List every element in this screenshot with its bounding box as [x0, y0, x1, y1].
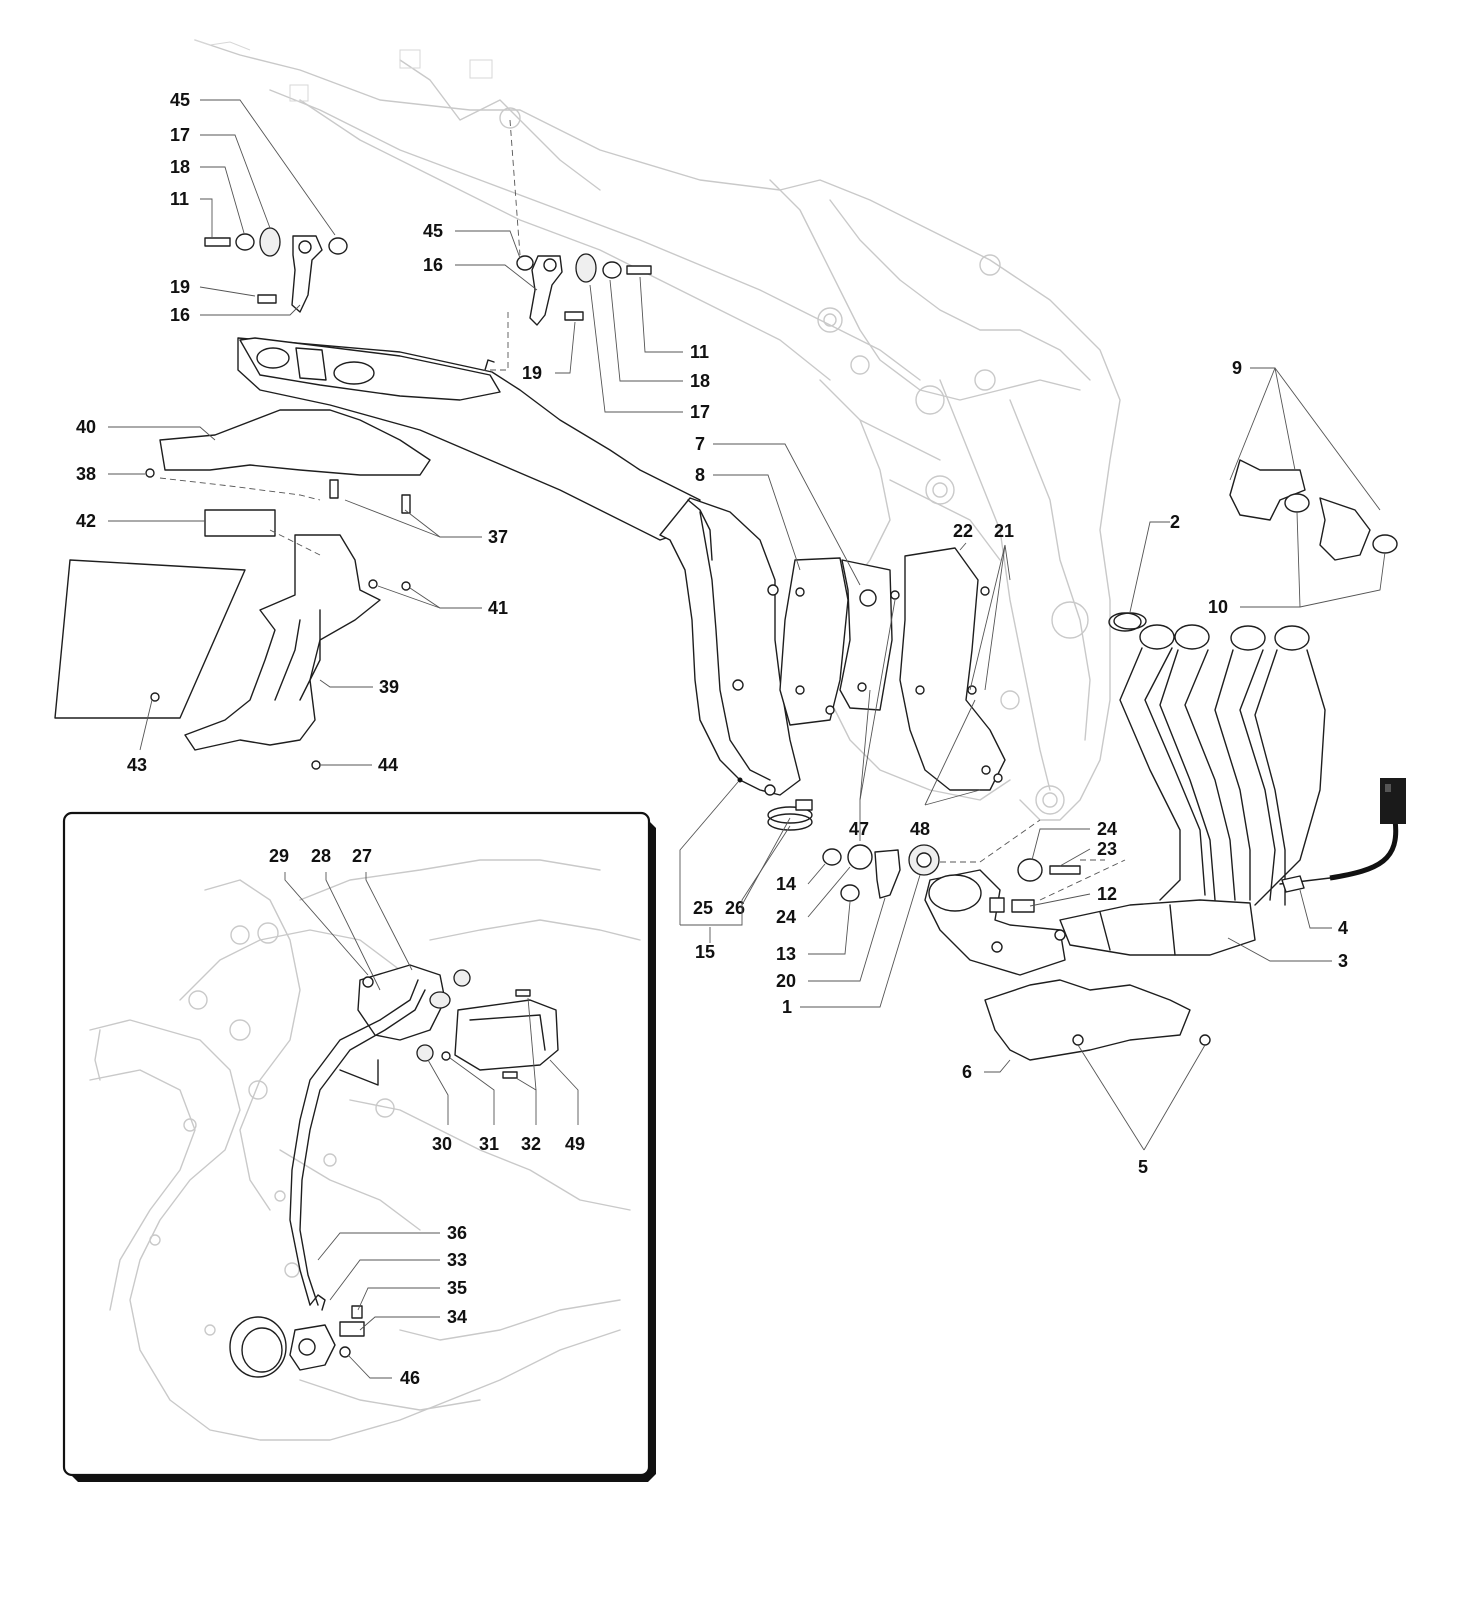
pipe-clamp — [767, 799, 813, 831]
callout-23: 23 — [1097, 839, 1117, 859]
frame-ghost-outline — [194, 39, 1121, 821]
callout-28: 28 — [311, 846, 331, 866]
callout-27: 27 — [352, 846, 372, 866]
callout-13: 13 — [776, 944, 796, 964]
callout-9: 9 — [1232, 358, 1242, 378]
exhaust-headers — [924, 612, 1326, 976]
callout-45: 45 — [423, 221, 443, 241]
callout-24: 24 — [1097, 819, 1117, 839]
callout-2: 2 — [1170, 512, 1180, 532]
callout-14: 14 — [776, 874, 796, 894]
callout-19: 19 — [522, 363, 542, 383]
callout-49: 49 — [565, 1134, 585, 1154]
callout-41: 41 — [488, 598, 508, 618]
callout-25: 25 — [693, 898, 713, 918]
callout-38: 38 — [76, 464, 96, 484]
gasket-ring — [1108, 612, 1142, 632]
callout-15: 15 — [695, 942, 715, 962]
callout-42: 42 — [76, 511, 96, 531]
callout-11: 11 — [170, 189, 189, 209]
link-pipe — [659, 497, 801, 796]
callout-group-plate: 40 38 42 37 41 39 43 44 — [76, 417, 508, 775]
callout-18: 18 — [690, 371, 710, 391]
callout-31: 31 — [479, 1134, 499, 1154]
callout-6: 6 — [962, 1062, 972, 1082]
callout-48: 48 — [910, 819, 930, 839]
callout-11: 11 — [690, 342, 709, 362]
callout-45: 45 — [170, 90, 190, 110]
plate-holder — [54, 409, 431, 770]
callout-7: 7 — [695, 434, 705, 454]
callout-39: 39 — [379, 677, 399, 697]
callout-5: 5 — [1138, 1157, 1148, 1177]
callout-17: 17 — [170, 125, 190, 145]
mount-brackets — [1229, 459, 1398, 561]
inset-ghost-frame — [89, 859, 641, 1441]
center-hardware — [822, 844, 1081, 913]
callout-37: 37 — [488, 527, 508, 547]
detail-inset: 29 28 27 30 31 32 49 36 33 35 34 46 — [62, 811, 656, 1482]
silencer-assembly — [237, 337, 701, 541]
silencer-mount-right — [516, 253, 652, 326]
callout-21: 21 — [994, 521, 1014, 541]
callout-36: 36 — [447, 1223, 467, 1243]
callout-46: 46 — [400, 1368, 420, 1388]
callout-12: 12 — [1097, 884, 1117, 904]
callout-20: 20 — [776, 971, 796, 991]
callout-30: 30 — [432, 1134, 452, 1154]
callout-18: 18 — [170, 157, 190, 177]
callout-1: 1 — [782, 997, 792, 1017]
callout-10: 10 — [1208, 597, 1228, 617]
callout-19: 19 — [170, 277, 190, 297]
callout-8: 8 — [695, 465, 705, 485]
callout-34: 34 — [447, 1307, 467, 1327]
callout-26: 26 — [725, 898, 745, 918]
callout-4: 4 — [1338, 918, 1348, 938]
callout-47: 47 — [849, 819, 869, 839]
callout-22: 22 — [953, 521, 973, 541]
callout-35: 35 — [447, 1278, 467, 1298]
callout-33: 33 — [447, 1250, 467, 1270]
heat-shield-6 — [984, 979, 1211, 1061]
callout-24: 24 — [776, 907, 796, 927]
callout-16: 16 — [423, 255, 443, 275]
callout-29: 29 — [269, 846, 289, 866]
callout-group-top-left: 45 17 18 11 19 16 — [170, 90, 336, 325]
inset-actuator — [289, 964, 559, 1306]
callout-group-top-middle: 45 16 11 19 18 17 — [423, 119, 710, 422]
silencer-mount-left — [204, 227, 348, 313]
callout-44: 44 — [378, 755, 398, 775]
callout-group-center: 7 8 22 21 2 9 10 47 48 24 23 14 24 12 13… — [679, 358, 1386, 1177]
callout-17: 17 — [690, 402, 710, 422]
lambda-sensor — [1279, 778, 1406, 893]
callout-3: 3 — [1338, 951, 1348, 971]
inset-valve — [229, 1294, 365, 1378]
callout-40: 40 — [76, 417, 96, 437]
callout-16: 16 — [170, 305, 190, 325]
heat-shields — [779, 557, 900, 726]
heat-shield-22 — [899, 547, 1006, 791]
callout-43: 43 — [127, 755, 147, 775]
callout-32: 32 — [521, 1134, 541, 1154]
